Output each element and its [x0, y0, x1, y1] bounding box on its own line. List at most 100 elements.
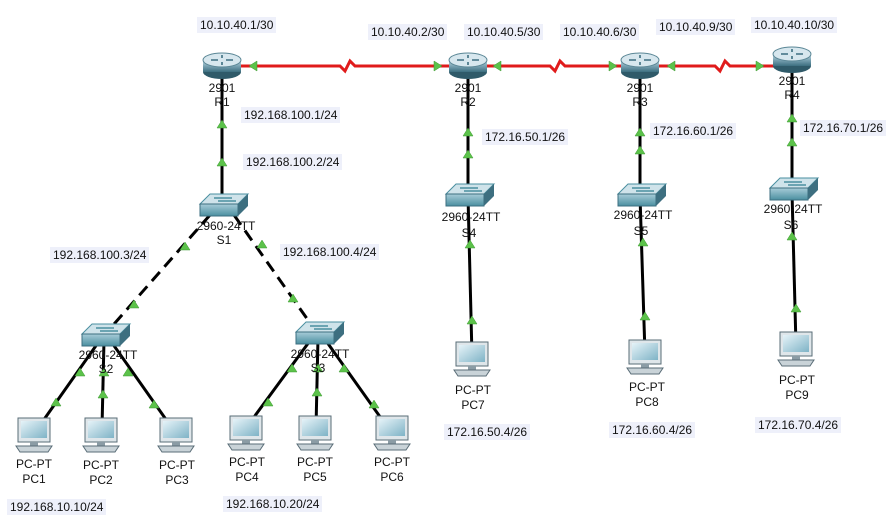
pc2-name: PC2 [89, 473, 113, 487]
pc1-model: PC-PT [16, 457, 52, 471]
port-up-icon [464, 239, 476, 249]
pc7-name: PC7 [461, 398, 485, 412]
link-s4-pc7[interactable] [466, 195, 474, 357]
port-up-icon [466, 315, 478, 325]
ip-r3-lan: 172.16.60.1/26 [650, 123, 737, 139]
switch-arrows-icon [96, 327, 118, 332]
ip-pc8: 172.16.60.4/26 [609, 422, 696, 438]
port-up-icon [462, 149, 474, 159]
pc6-name: PC6 [380, 470, 404, 484]
router-arrows-icon [629, 55, 651, 65]
port-up-icon [433, 60, 443, 72]
link-s3-pc6[interactable] [322, 337, 390, 429]
router-r4-model: 2901 [778, 74, 806, 88]
port-up-icon [790, 303, 802, 313]
switch-s1[interactable] [198, 193, 250, 217]
ip-r3-wan-right: 10.10.40.9/30 [656, 19, 736, 35]
ip-s2-mgmt: 192.168.100.3/24 [50, 247, 150, 263]
pc-pc2[interactable] [82, 417, 120, 453]
router-arrows-icon [457, 55, 479, 65]
pc3-model: PC-PT [159, 458, 195, 472]
pc-pc8[interactable] [626, 339, 664, 375]
pc8-model: PC-PT [629, 380, 665, 394]
switch-arrows-icon [214, 197, 236, 202]
port-up-icon [311, 387, 323, 397]
pc-pc7[interactable] [453, 341, 491, 377]
port-up-icon [216, 157, 228, 167]
serial-link-r1-r2[interactable] [224, 58, 470, 74]
link-s2-pc2[interactable] [100, 339, 106, 429]
switch-s1-model: 2960-24TT [196, 219, 256, 233]
router-r1[interactable] [202, 52, 242, 79]
switch-s4-name: S4 [461, 226, 477, 240]
serial-link-r3-r4[interactable] [642, 58, 793, 74]
port-up-icon [179, 241, 191, 251]
switch-s3-name: S3 [310, 361, 326, 375]
port-up-icon [256, 239, 268, 249]
port-up-icon [248, 60, 258, 72]
switch-s3-model: 2960-24TT [290, 347, 350, 361]
pc5-name: PC5 [303, 470, 327, 484]
switch-s5-model: 2960-24TT [613, 208, 673, 222]
pc3-name: PC3 [165, 473, 189, 487]
pc4-model: PC-PT [229, 455, 265, 469]
ip-r2-wan-right: 10.10.40.5/30 [464, 24, 544, 40]
ip-r4-lan: 172.16.70.1/26 [800, 120, 887, 136]
pc-pc4[interactable] [227, 415, 265, 451]
link-s3-pc4[interactable] [244, 337, 314, 429]
link-s5-pc8[interactable] [638, 195, 647, 355]
switch-s2[interactable] [80, 323, 132, 347]
switch-arrows-icon [632, 187, 654, 192]
port-up-icon [462, 127, 474, 137]
pc-pc1[interactable] [15, 417, 53, 453]
port-up-icon [786, 231, 798, 241]
port-up-icon [786, 113, 798, 123]
link-s2-pc1[interactable] [36, 339, 102, 429]
pc-pc9[interactable] [777, 331, 815, 367]
switch-s4[interactable] [444, 183, 496, 207]
switch-s3[interactable] [294, 321, 346, 345]
pc9-model: PC-PT [779, 373, 815, 387]
router-r4[interactable] [772, 46, 812, 73]
port-up-icon [755, 60, 765, 72]
pc2-model: PC-PT [83, 458, 119, 472]
router-r3[interactable] [620, 52, 660, 79]
port-up-icon [368, 399, 380, 409]
pc-pc3[interactable] [157, 417, 195, 453]
serial-link-r2-r3[interactable] [470, 58, 642, 74]
port-up-icon [338, 363, 350, 373]
ip-pc4-network: 192.168.10.20/24 [223, 496, 323, 512]
link-s1-s2[interactable] [105, 214, 212, 333]
ip-r2-wan-left: 10.10.40.2/30 [368, 24, 448, 40]
port-up-icon [98, 367, 110, 377]
link-s3-pc5[interactable] [314, 337, 320, 429]
router-r2[interactable] [448, 52, 488, 79]
link-s6-pc9[interactable] [790, 191, 798, 347]
switch-s2-name: S2 [98, 362, 114, 376]
port-up-icon [122, 367, 134, 377]
ip-r1-lan: 192.168.100.1/24 [241, 107, 341, 123]
switch-s1-name: S1 [216, 233, 232, 247]
pc-pc5[interactable] [296, 415, 334, 451]
switch-s2-model: 2960-24TT [78, 348, 138, 362]
switch-s6-model: 2960-24TT [763, 202, 823, 216]
link-s1-s3[interactable] [232, 214, 317, 331]
ip-r4-wan: 10.10.40.10/30 [751, 17, 838, 33]
switch-s5-name: S5 [633, 224, 649, 238]
pc7-model: PC-PT [455, 383, 491, 397]
switch-s6[interactable] [768, 177, 820, 201]
port-up-icon [262, 397, 274, 407]
pc-pc6[interactable] [373, 415, 411, 451]
switch-s5[interactable] [616, 183, 668, 207]
router-r2-name: R2 [460, 95, 476, 109]
ip-pc1-network: 192.168.10.10/24 [7, 499, 107, 515]
switch-arrows-icon [310, 325, 332, 330]
link-s2-pc3[interactable] [108, 339, 174, 429]
port-up-icon [634, 145, 646, 155]
switches [80, 177, 820, 347]
router-r4-name: R4 [784, 88, 800, 102]
ip-r1-wan: 10.10.40.1/30 [197, 17, 277, 33]
router-r2-model: 2901 [454, 81, 482, 95]
port-up-icon [148, 399, 160, 409]
links [36, 58, 798, 429]
